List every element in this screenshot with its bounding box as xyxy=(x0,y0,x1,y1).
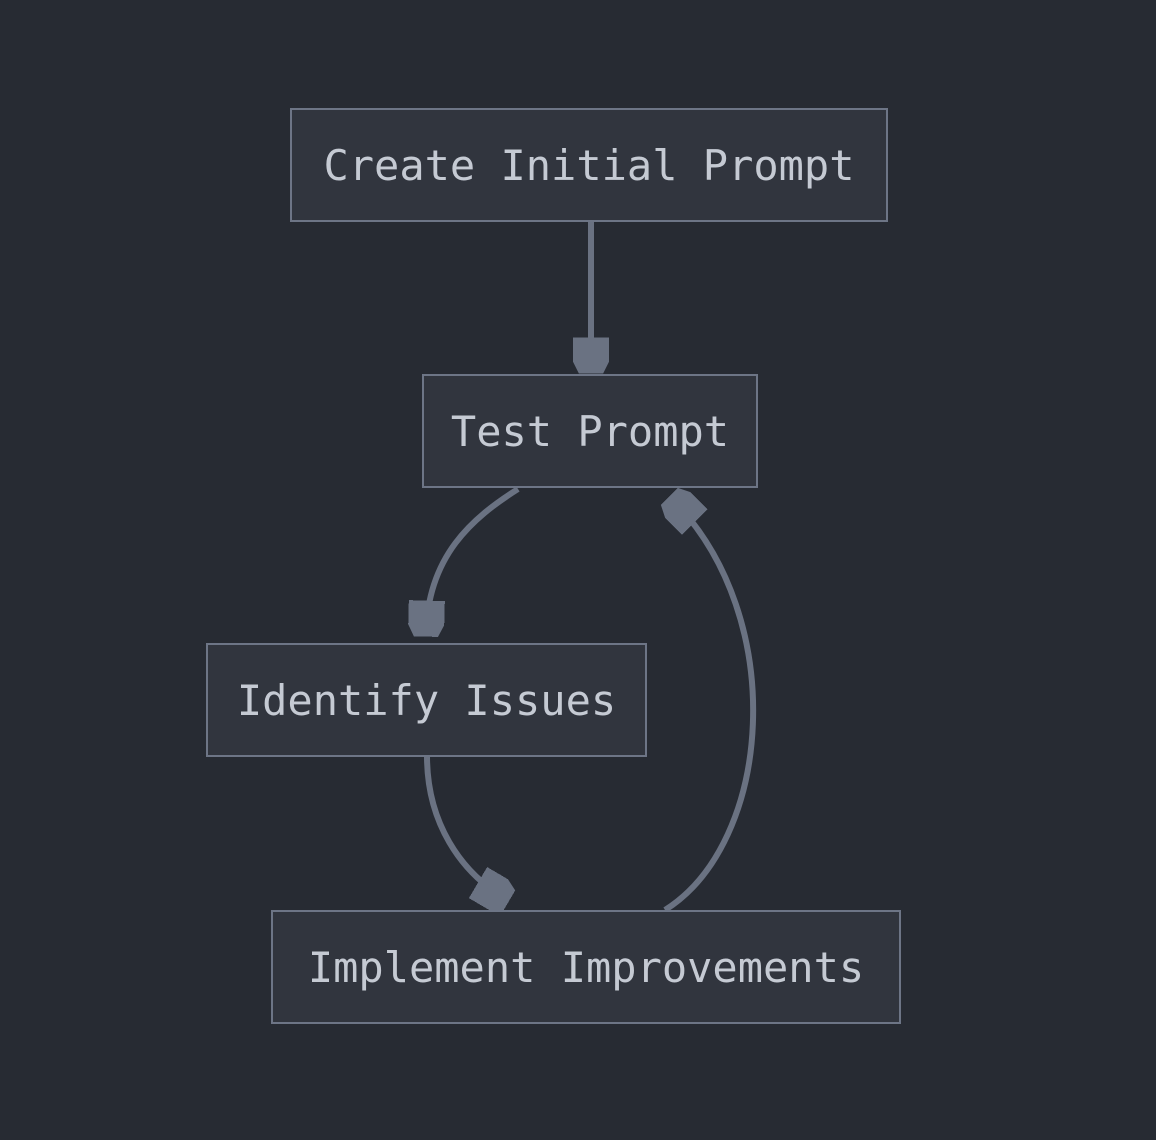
edge-implement-to-test xyxy=(665,499,757,913)
node-test-prompt: Test Prompt xyxy=(422,374,758,488)
node-implement-improvements: Implement Improvements xyxy=(271,910,901,1024)
edge-identify-to-implement xyxy=(424,755,506,899)
node-create-initial-prompt: Create Initial Prompt xyxy=(290,108,888,222)
node-label: Identify Issues xyxy=(236,675,617,725)
node-label: Implement Improvements xyxy=(307,942,865,992)
node-label: Create Initial Prompt xyxy=(323,140,855,190)
edge-test-to-identify xyxy=(426,486,520,633)
node-identify-issues: Identify Issues xyxy=(206,643,647,757)
node-label: Test Prompt xyxy=(450,406,730,456)
